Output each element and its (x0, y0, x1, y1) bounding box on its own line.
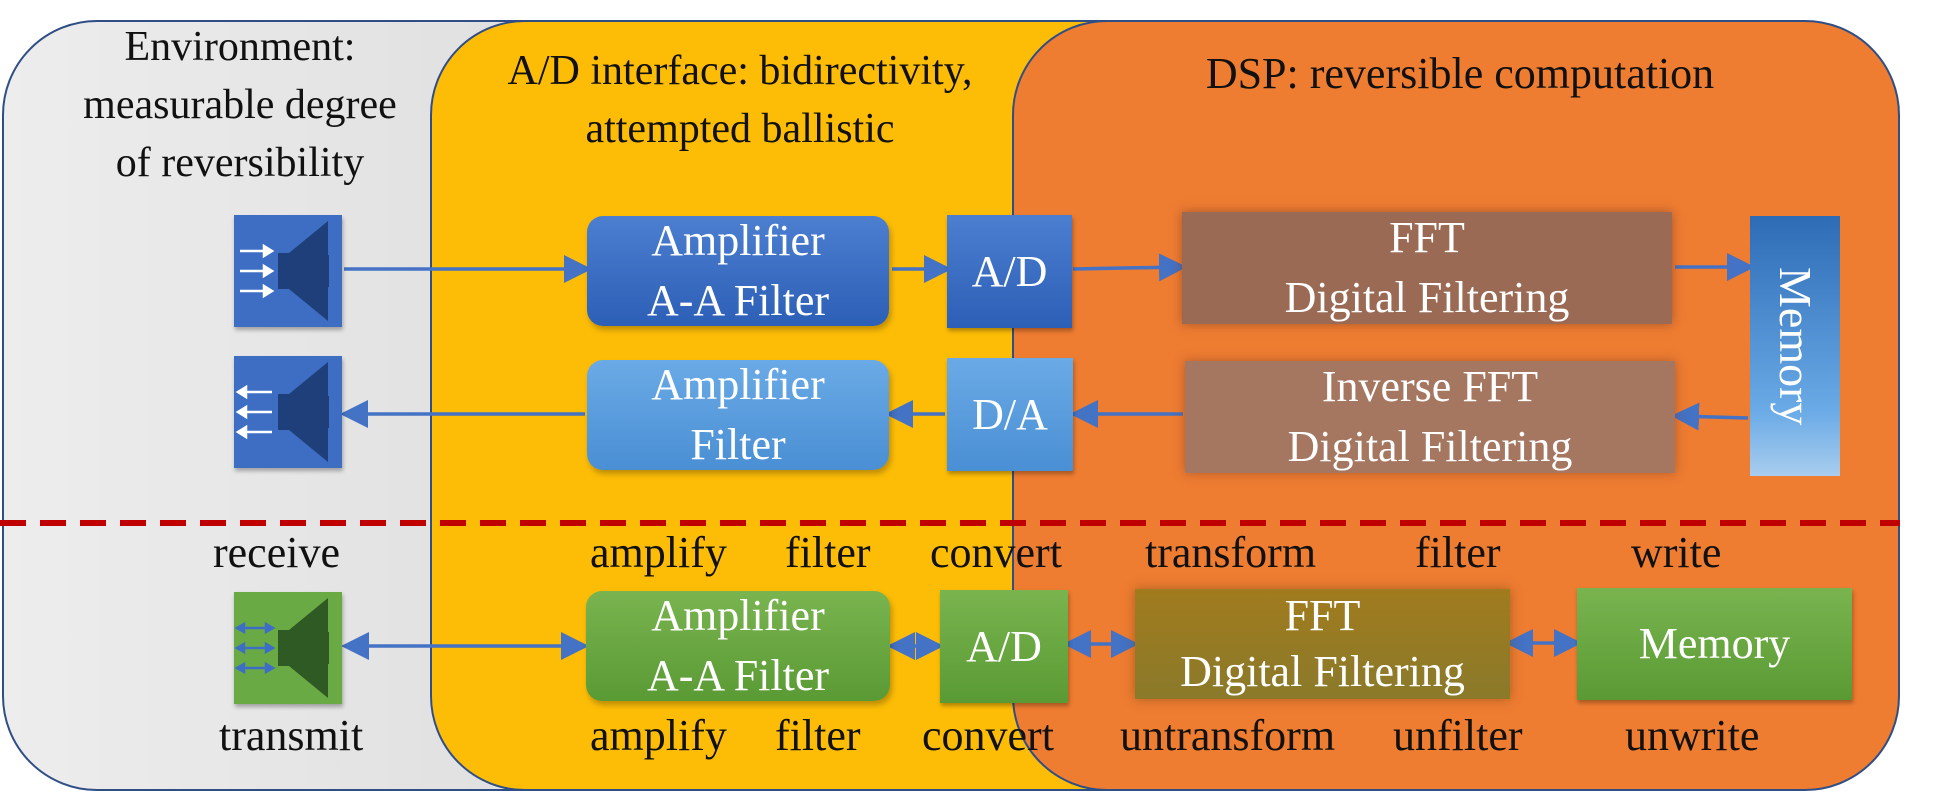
ad-converter-box: A/D (947, 215, 1072, 328)
box-line: Amplifier (651, 360, 825, 409)
ad-interface-title-line: A/D interface: bidirectivity, (507, 48, 973, 94)
environment-title-line: Environment: (124, 24, 356, 70)
box-line: A-A Filter (646, 276, 830, 325)
box-line: Digital Filtering (1284, 273, 1570, 322)
bidirectional-speaker-icon (234, 592, 342, 704)
op-transmit: transmit (219, 711, 364, 760)
fft-digital-filtering-box-bidirectional: FFT Digital Filtering (1135, 589, 1510, 699)
op-receive: receive (213, 528, 340, 577)
da-converter-box: D/A (947, 358, 1073, 471)
receiver-speaker-icon (234, 215, 342, 327)
op-convert-reverse: convert (922, 711, 1054, 760)
ad-interface-title: A/D interface: bidirectivity, attempted … (440, 42, 1040, 158)
arrow-ad-to-fft (1072, 253, 1187, 282)
op-convert: convert (930, 528, 1062, 577)
amplifier-aa-filter-box-bidirectional: Amplifier A-A Filter (586, 591, 890, 701)
environment-title-line: of reversibility (115, 140, 365, 186)
box-line: FFT (1389, 213, 1465, 262)
environment-title-line: measurable degree (83, 82, 397, 128)
op-unwrite: unwrite (1625, 711, 1760, 760)
ad-interface-title-line: attempted ballistic (585, 106, 895, 152)
environment-title: Environment: measurable degree of revers… (30, 18, 450, 192)
ad-converter-box-bidirectional: A/D (940, 590, 1068, 703)
op-filter-dsp: filter (1415, 528, 1501, 577)
inverse-fft-box: Inverse FFT Digital Filtering (1185, 361, 1675, 473)
op-filter: filter (785, 528, 871, 577)
op-untransform: untransform (1120, 711, 1336, 760)
memory-box-bidirectional: Memory (1577, 588, 1852, 700)
box-line: Filter (690, 420, 786, 469)
box-line: A-A Filter (646, 651, 830, 700)
box-line: Inverse FFT (1321, 362, 1539, 411)
op-amplify-reverse: amplify (590, 711, 727, 760)
op-write: write (1631, 528, 1722, 577)
op-transform: transform (1145, 528, 1317, 577)
box-line: FFT (1284, 591, 1361, 640)
dsp-title: DSP: reversible computation (1205, 49, 1715, 98)
box-line: Digital Filtering (1287, 422, 1573, 471)
op-amplify: amplify (590, 528, 727, 577)
op-filter-reverse: filter (775, 711, 861, 760)
amplifier-filter-box: Amplifier Filter (587, 360, 889, 470)
memory-box-vertical: Memory (1750, 216, 1840, 476)
transmitter-speaker-icon (234, 356, 342, 468)
box-line: Amplifier (651, 591, 825, 640)
arrow-memory-to-ifft (1671, 402, 1749, 431)
box-line: Amplifier (651, 216, 825, 265)
memory-label: Memory (1770, 266, 1821, 426)
amplifier-aa-filter-box: Amplifier A-A Filter (587, 216, 889, 326)
op-unfilter: unfilter (1393, 711, 1523, 760)
fft-digital-filtering-box: FFT Digital Filtering (1182, 212, 1672, 324)
box-line: Digital Filtering (1180, 647, 1465, 696)
